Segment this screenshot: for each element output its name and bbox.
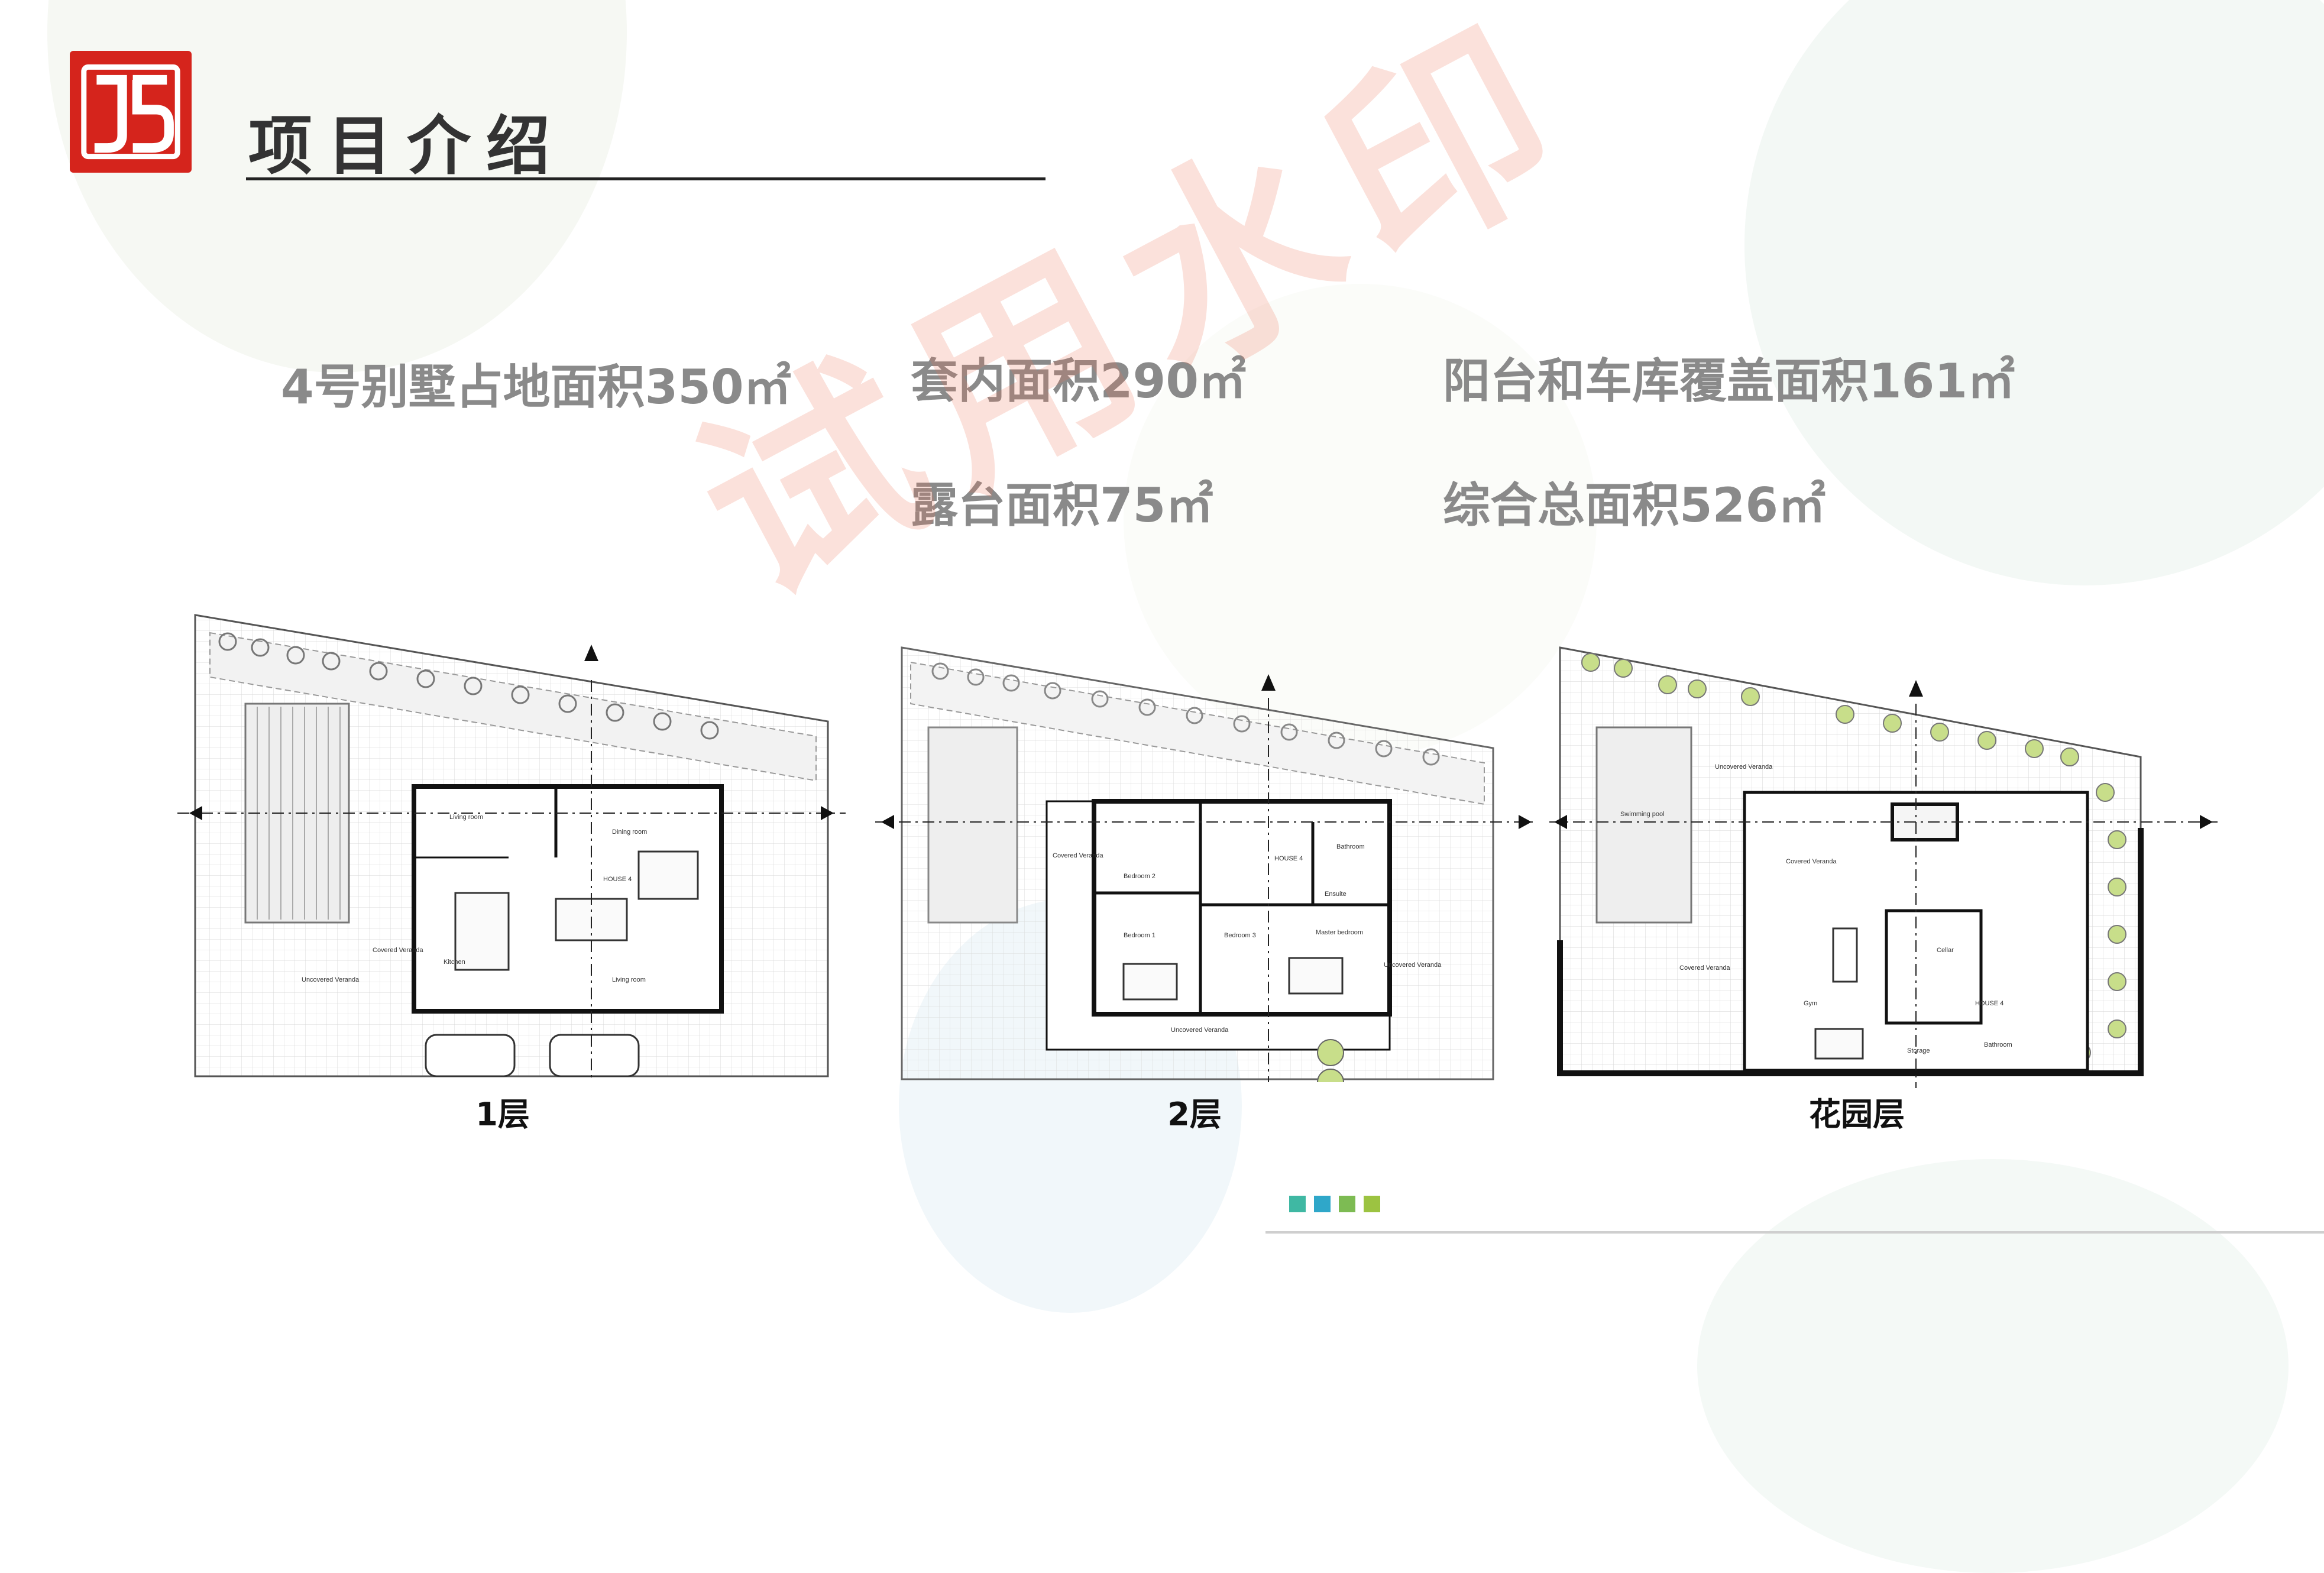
- stat-interior-area: 套内面积290㎡: [911, 354, 1246, 409]
- title-underline: [246, 177, 1046, 180]
- stat-site-area: 4号别墅占地面积350㎡: [281, 360, 791, 415]
- room-label: Covered Veranda: [1053, 852, 1103, 859]
- room-label: Bedroom 2: [1124, 873, 1155, 880]
- js-logo: [70, 51, 192, 173]
- decor-dot: [1364, 1196, 1380, 1212]
- room-label: Gym: [1804, 1000, 1817, 1007]
- room-label: Bedroom 1: [1124, 932, 1155, 939]
- page-title: 项目介绍: [248, 109, 566, 183]
- bg-circle: [1744, 0, 2324, 585]
- bg-circle: [1124, 284, 1597, 757]
- floor-label-garden: 花园层: [1809, 1096, 1905, 1133]
- floor-plan-1: Living room Dining room HOUSE 4 Kitchen …: [177, 614, 846, 1082]
- decor-dot: [1314, 1196, 1331, 1212]
- room-label: Swimming pool: [1620, 811, 1665, 818]
- stat-balcony-garage-area: 阳台和车库覆盖面积161㎡: [1443, 354, 2015, 409]
- room-label: Master bedroom: [1316, 929, 1363, 936]
- room-label: Ensuite: [1325, 891, 1347, 898]
- room-label: Living room: [449, 814, 483, 821]
- js-logo-icon: [81, 64, 180, 160]
- room-label: Bathroom: [1984, 1041, 2012, 1048]
- room-label: HOUSE 4: [1274, 855, 1303, 862]
- room-label: Uncovered Veranda: [1171, 1027, 1229, 1034]
- stat-total-area: 综合总面积526㎡: [1443, 478, 1825, 533]
- room-label: Covered Veranda: [1786, 858, 1837, 865]
- floor-label-2: 2层: [1167, 1096, 1222, 1133]
- floor-plan-garden: Uncovered Veranda Swimming pool Covered …: [1549, 646, 2218, 1088]
- decor-dot: [1289, 1196, 1306, 1212]
- room-label: Uncovered Veranda: [1384, 962, 1442, 969]
- floor-plan-2: Covered Veranda Bedroom 2 Bedroom 1 Bedr…: [875, 646, 1538, 1082]
- footer-divider: [1265, 1231, 2324, 1234]
- room-label: Living room: [612, 976, 646, 983]
- room-label: HOUSE 4: [1975, 1000, 2003, 1007]
- decor-dots: [1289, 1196, 1380, 1212]
- room-label: Uncovered Veranda: [302, 976, 360, 983]
- decor-dot: [1339, 1196, 1355, 1212]
- room-label: Bedroom 3: [1224, 932, 1256, 939]
- room-label: Storage: [1907, 1047, 1930, 1054]
- floor-label-1: 1层: [475, 1096, 530, 1133]
- bg-circle: [1697, 1159, 2289, 1573]
- room-label: HOUSE 4: [603, 876, 632, 883]
- room-label: Bathroom: [1336, 843, 1365, 850]
- room-label: Covered Veranda: [1679, 964, 1730, 972]
- room-label: Cellar: [1937, 947, 1954, 954]
- stat-terrace-area: 露台面积75㎡: [911, 478, 1213, 533]
- room-label: Dining room: [612, 828, 647, 836]
- room-label: Kitchen: [444, 959, 465, 966]
- room-label: Covered Veranda: [373, 947, 423, 954]
- room-label: Uncovered Veranda: [1715, 763, 1773, 771]
